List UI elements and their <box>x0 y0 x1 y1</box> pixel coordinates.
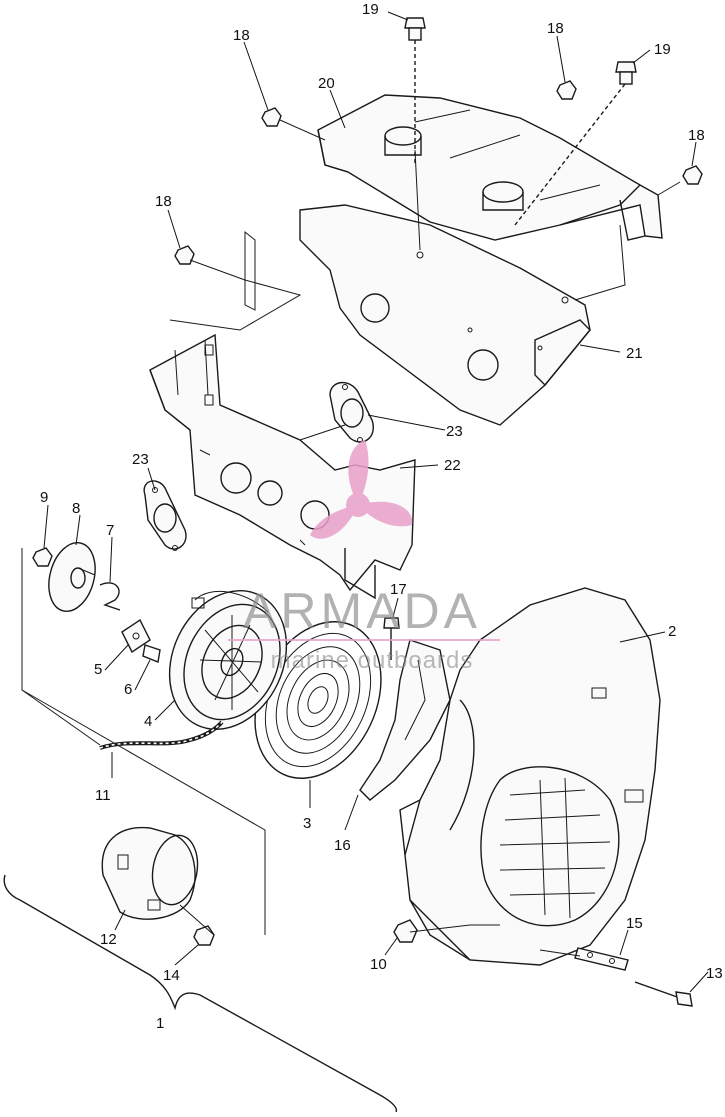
bracket-part-16 <box>359 639 451 801</box>
callout-4: 4 <box>144 713 152 730</box>
bolt-part-19-right <box>514 61 637 226</box>
callout-18-mid: 18 <box>155 193 172 210</box>
callout-23-left: 23 <box>132 451 149 468</box>
starter-rope-part-11 <box>99 720 224 750</box>
callout-labels: 19 18 20 18 19 18 18 21 23 23 22 9 8 7 1… <box>40 1 723 1032</box>
callout-9: 9 <box>40 489 48 506</box>
gasket-part-23-upper <box>329 381 374 443</box>
callout-8: 8 <box>72 500 80 517</box>
callout-leaders <box>43 11 709 993</box>
nut-part-18-d <box>174 245 195 265</box>
callout-19-right: 19 <box>654 41 671 58</box>
callout-2: 2 <box>668 623 676 640</box>
nut-part-18-a <box>261 107 282 127</box>
bracket-part-15 <box>574 947 629 971</box>
friction-plate-part-8 <box>48 542 96 612</box>
callout-22: 22 <box>444 457 461 474</box>
watermark-logo <box>310 440 413 539</box>
watermark-tagline: marine outboards <box>271 647 474 674</box>
gasket-part-23-lower <box>143 480 187 551</box>
fan-housing-part-2 <box>399 587 661 966</box>
lower-shroud <box>149 333 416 600</box>
callout-17: 17 <box>390 581 407 598</box>
screw-part-17 <box>383 617 400 660</box>
assembly-1-bracket <box>3 874 398 1113</box>
ratchet-part-5 <box>121 618 151 654</box>
spring-part-6 <box>142 644 161 663</box>
callout-12: 12 <box>100 931 117 948</box>
top-cover-part-20 <box>317 94 663 241</box>
callout-18-left: 18 <box>233 27 250 44</box>
callout-19-top: 19 <box>362 1 379 18</box>
bolt-part-14 <box>193 925 215 946</box>
nut-part-10 <box>393 919 418 943</box>
watermark-brand: ARMADA <box>243 583 481 639</box>
nut-part-18-b <box>556 80 577 100</box>
assembly-guide-lines <box>21 119 681 957</box>
callout-5: 5 <box>94 661 102 678</box>
back-plate-part-21 <box>244 204 626 426</box>
nut-part-18-c <box>682 165 703 185</box>
callout-18-top: 18 <box>547 20 564 37</box>
callout-21: 21 <box>626 345 643 362</box>
pulley-part-4 <box>168 590 288 730</box>
nut-part-9 <box>32 547 53 567</box>
callout-11: 11 <box>95 787 111 804</box>
callout-7: 7 <box>106 522 114 539</box>
callout-16: 16 <box>334 837 351 854</box>
starter-handle-part-12 <box>101 826 199 920</box>
bolt-part-13 <box>634 981 693 1007</box>
callout-18-right: 18 <box>688 127 705 144</box>
callout-3: 3 <box>303 815 311 832</box>
callout-23-right: 23 <box>446 423 463 440</box>
callout-6: 6 <box>124 681 132 698</box>
callout-20: 20 <box>318 75 335 92</box>
spring-clip-part-7 <box>99 582 121 611</box>
callout-1: 1 <box>156 1015 164 1032</box>
bolt-part-19-top <box>404 17 426 165</box>
callout-14: 14 <box>163 967 180 984</box>
callout-10: 10 <box>370 956 387 973</box>
callout-13: 13 <box>706 965 723 982</box>
callout-15: 15 <box>626 915 643 932</box>
